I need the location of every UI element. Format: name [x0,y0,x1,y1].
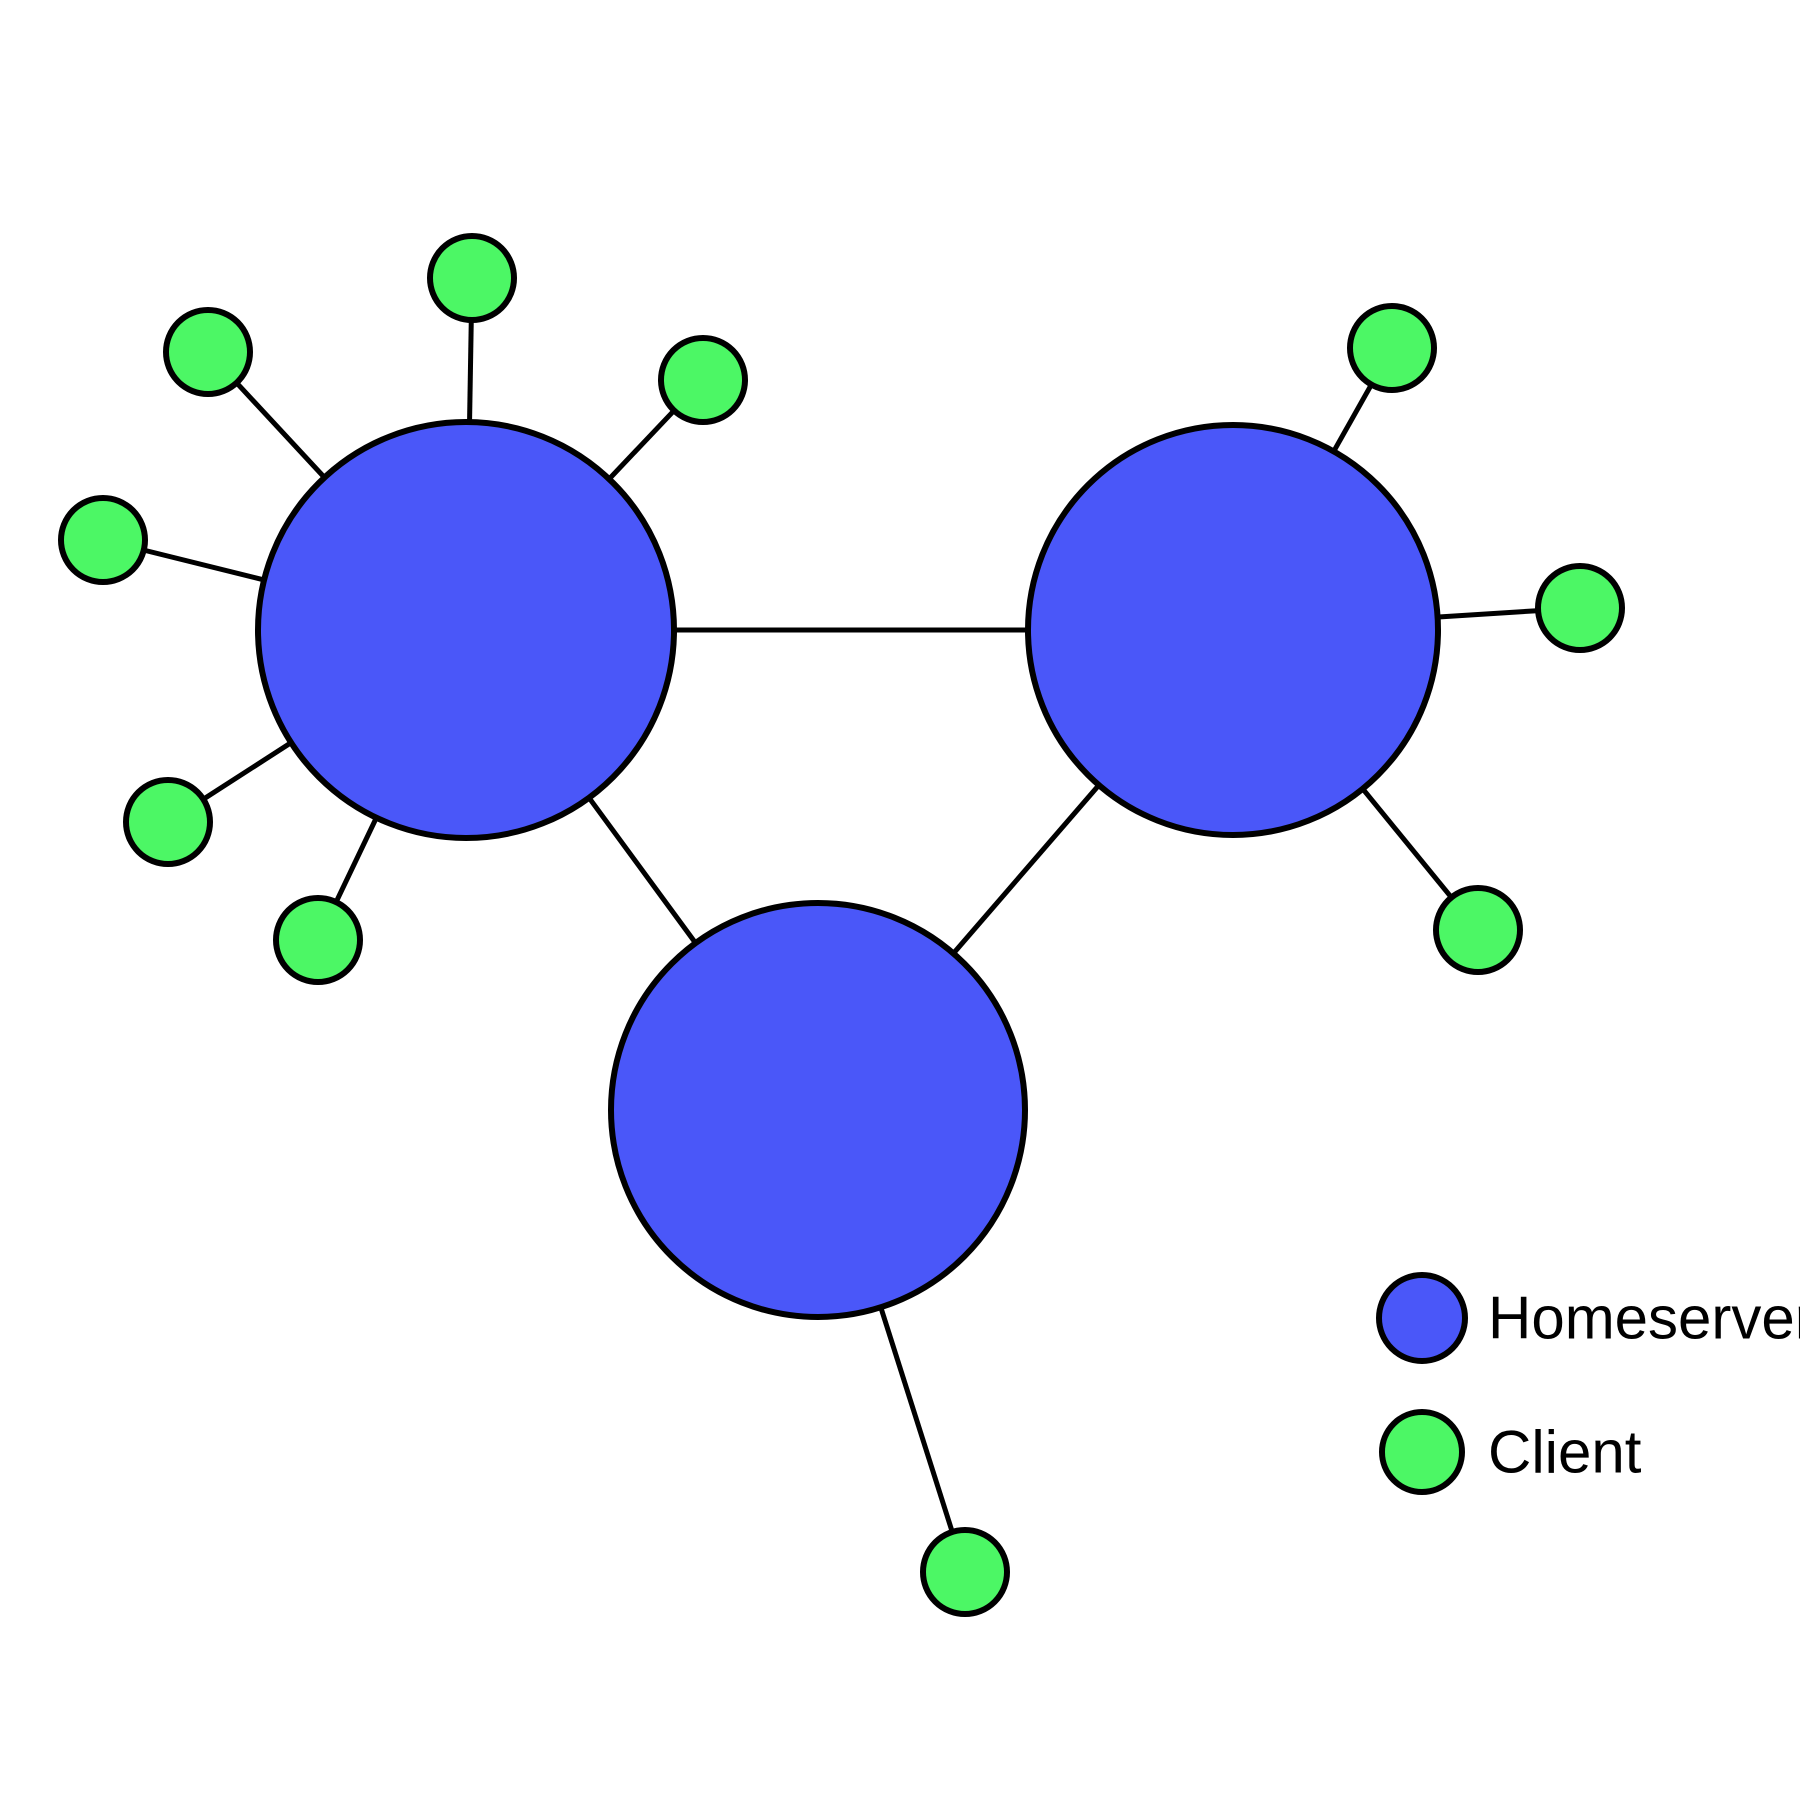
legend-swatch-homeserver [1376,1272,1468,1364]
edge-hs-right-to-c-r1 [1330,380,1376,456]
node-hs-bottom[interactable] [608,900,1028,1320]
edge-hs-left-to-c-l3 [605,406,678,483]
edge-hs-right-to-c-r3 [1358,784,1456,902]
edge-hs-left-to-hs-bottom [585,793,700,947]
node-c-l3[interactable] [658,335,748,425]
edge-hs-left-to-c-l5 [199,738,296,803]
node-c-l2[interactable] [163,307,253,397]
node-c-r1[interactable] [1347,303,1437,393]
node-hs-left[interactable] [255,419,677,841]
edge-hs-right-to-hs-bottom [949,781,1103,958]
edges-layer [140,316,1542,1536]
node-c-l5[interactable] [123,777,213,867]
node-c-r2[interactable] [1535,563,1625,653]
node-c-l4[interactable] [58,495,148,585]
node-hs-right[interactable] [1025,422,1441,838]
legend-label-homeserver: Homeserver [1488,1285,1800,1352]
edge-hs-left-to-c-l4 [140,546,268,584]
node-c-r3[interactable] [1433,885,1523,975]
edge-hs-right-to-c-r2 [1434,607,1542,620]
node-c-l6[interactable] [273,895,363,985]
legend-label-client: Client [1488,1419,1642,1486]
nodes-layer [58,233,1625,1617]
legend-swatch-client [1379,1409,1465,1495]
node-c-b1[interactable] [920,1527,1010,1617]
edge-hs-bottom-to-c-b1 [877,1303,956,1536]
edge-hs-left-to-c-l1 [466,316,474,426]
edge-hs-left-to-c-l2 [232,378,329,482]
edge-hs-left-to-c-l6 [332,813,380,906]
node-c-l1[interactable] [427,233,517,323]
